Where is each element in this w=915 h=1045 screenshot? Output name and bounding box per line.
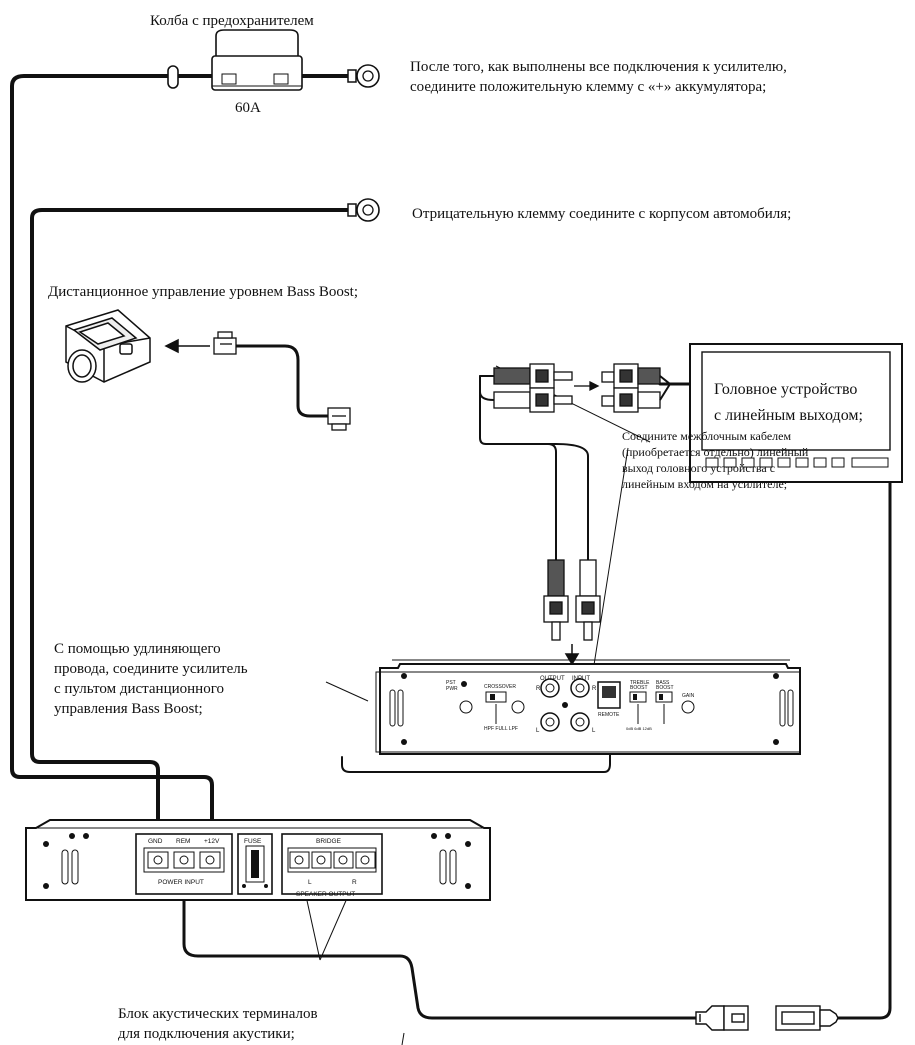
caption-head-unit-line1: Головное устройство — [714, 381, 857, 398]
label-bass: BASS — [656, 680, 670, 686]
label-output: OUTPUT — [540, 676, 565, 682]
inline-clip — [167, 65, 179, 89]
label-l-in: L — [592, 728, 596, 734]
positive-wire — [10, 74, 214, 830]
amp-top-text: PST PWR CROSSOVER HPF FULL LPF OUTPUT IN… — [446, 676, 695, 734]
remote-cord — [234, 344, 330, 418]
caption-extension-line2: провода, соедините усилитель — [54, 661, 248, 677]
caption-positive-line1: После того, как выполнены все подключени… — [410, 59, 787, 75]
extension-wire — [341, 703, 611, 773]
head-unit-buttons — [705, 457, 889, 468]
bottom-connector-female — [775, 1005, 839, 1031]
label-crossover: CROSSOVER — [484, 684, 516, 690]
ring-terminal-ground — [347, 198, 380, 222]
wires — [10, 74, 892, 1020]
ground-wire — [30, 208, 350, 830]
rj-connector-amp — [327, 407, 351, 431]
rca-plugs-vertical — [543, 559, 601, 641]
amp-terminal-panel — [25, 819, 491, 901]
label-12v: +12V — [204, 838, 220, 845]
caption-terminal-line2: для подключения акустики; — [118, 1026, 295, 1042]
rj-connector-remote — [213, 331, 237, 355]
rca-jacks-right — [601, 363, 661, 413]
label-bridge: BRIDGE — [316, 838, 342, 845]
label-rem: REM — [176, 838, 190, 845]
caption-interconnect-line1: Соедините межблочным кабелем — [622, 429, 791, 443]
fuse-holder — [211, 29, 303, 91]
captions: Колба с предохранителем 60A После того, … — [48, 13, 863, 1042]
caption-fuse-rating: 60A — [235, 100, 261, 116]
rca-plugs-left — [493, 363, 573, 413]
label-remote: REMOTE — [598, 712, 620, 718]
bass-boost-remote — [65, 309, 151, 383]
caption-extension-line3: с пультом дистанционного — [54, 681, 224, 697]
caption-terminal-line1: Блок акустических терминалов — [118, 1006, 318, 1022]
label-power-input: POWER INPUT — [158, 879, 204, 886]
label-speaker-output: SPEAKER OUTPUT — [296, 891, 355, 898]
label-input: INPUT — [572, 676, 590, 682]
label-l-terms: L — [308, 879, 312, 886]
remote-turn-on-wire — [182, 894, 698, 1020]
caption-extension-line4: управления Bass Boost; — [54, 701, 203, 717]
amp-panel-text: GND REM +12V POWER INPUT FUSE BRIDGE L R… — [148, 838, 357, 898]
caption-interconnect-line4: линейным входом на усилителе; — [622, 477, 787, 491]
label-r-out: R — [536, 686, 541, 692]
label-gnd: GND — [148, 838, 163, 845]
bottom-connector-male — [695, 1005, 749, 1031]
svg-text:PWR: PWR — [446, 686, 458, 692]
svg-text:BOOST: BOOST — [656, 685, 674, 691]
label-pst-pwr: PST — [446, 680, 456, 686]
amp-control-panel — [375, 659, 801, 755]
label-r-terms: R — [352, 879, 357, 886]
caption-positive-line2: соедините положительную клемму с «+» акк… — [410, 79, 766, 95]
arrow-to-head-unit — [574, 380, 600, 392]
caption-extension-line1: С помощью удлиняющего — [54, 641, 221, 657]
caption-interconnect-line2: (приобретается отдельно) линейный — [622, 445, 809, 459]
label-xover-modes: HPF FULL LPF — [484, 726, 518, 732]
arrow-into-input — [564, 644, 580, 666]
caption-remote: Дистанционное управление уровнем Bass Bo… — [48, 284, 358, 300]
head-unit — [689, 343, 903, 483]
arrow-to-remote — [164, 338, 210, 354]
caption-interconnect-line3: выход головного устройства с — [622, 461, 775, 475]
label-treble: TREBLE — [630, 680, 650, 686]
label-fuse: FUSE — [244, 838, 262, 845]
ring-terminal-positive — [347, 64, 380, 88]
label-boost-scale: 0dB 6dB 12dB — [626, 726, 652, 731]
svg-text:BOOST: BOOST — [630, 685, 648, 691]
caption-fuse-holder: Колба с предохранителем — [150, 13, 314, 29]
label-gain: GAIN — [682, 693, 695, 699]
label-r-in: R — [592, 686, 597, 692]
label-l-out: L — [536, 728, 540, 734]
caption-negative: Отрицательную клемму соедините с корпусо… — [412, 206, 791, 222]
caption-head-unit-line2: с линейным выходом; — [714, 407, 863, 424]
